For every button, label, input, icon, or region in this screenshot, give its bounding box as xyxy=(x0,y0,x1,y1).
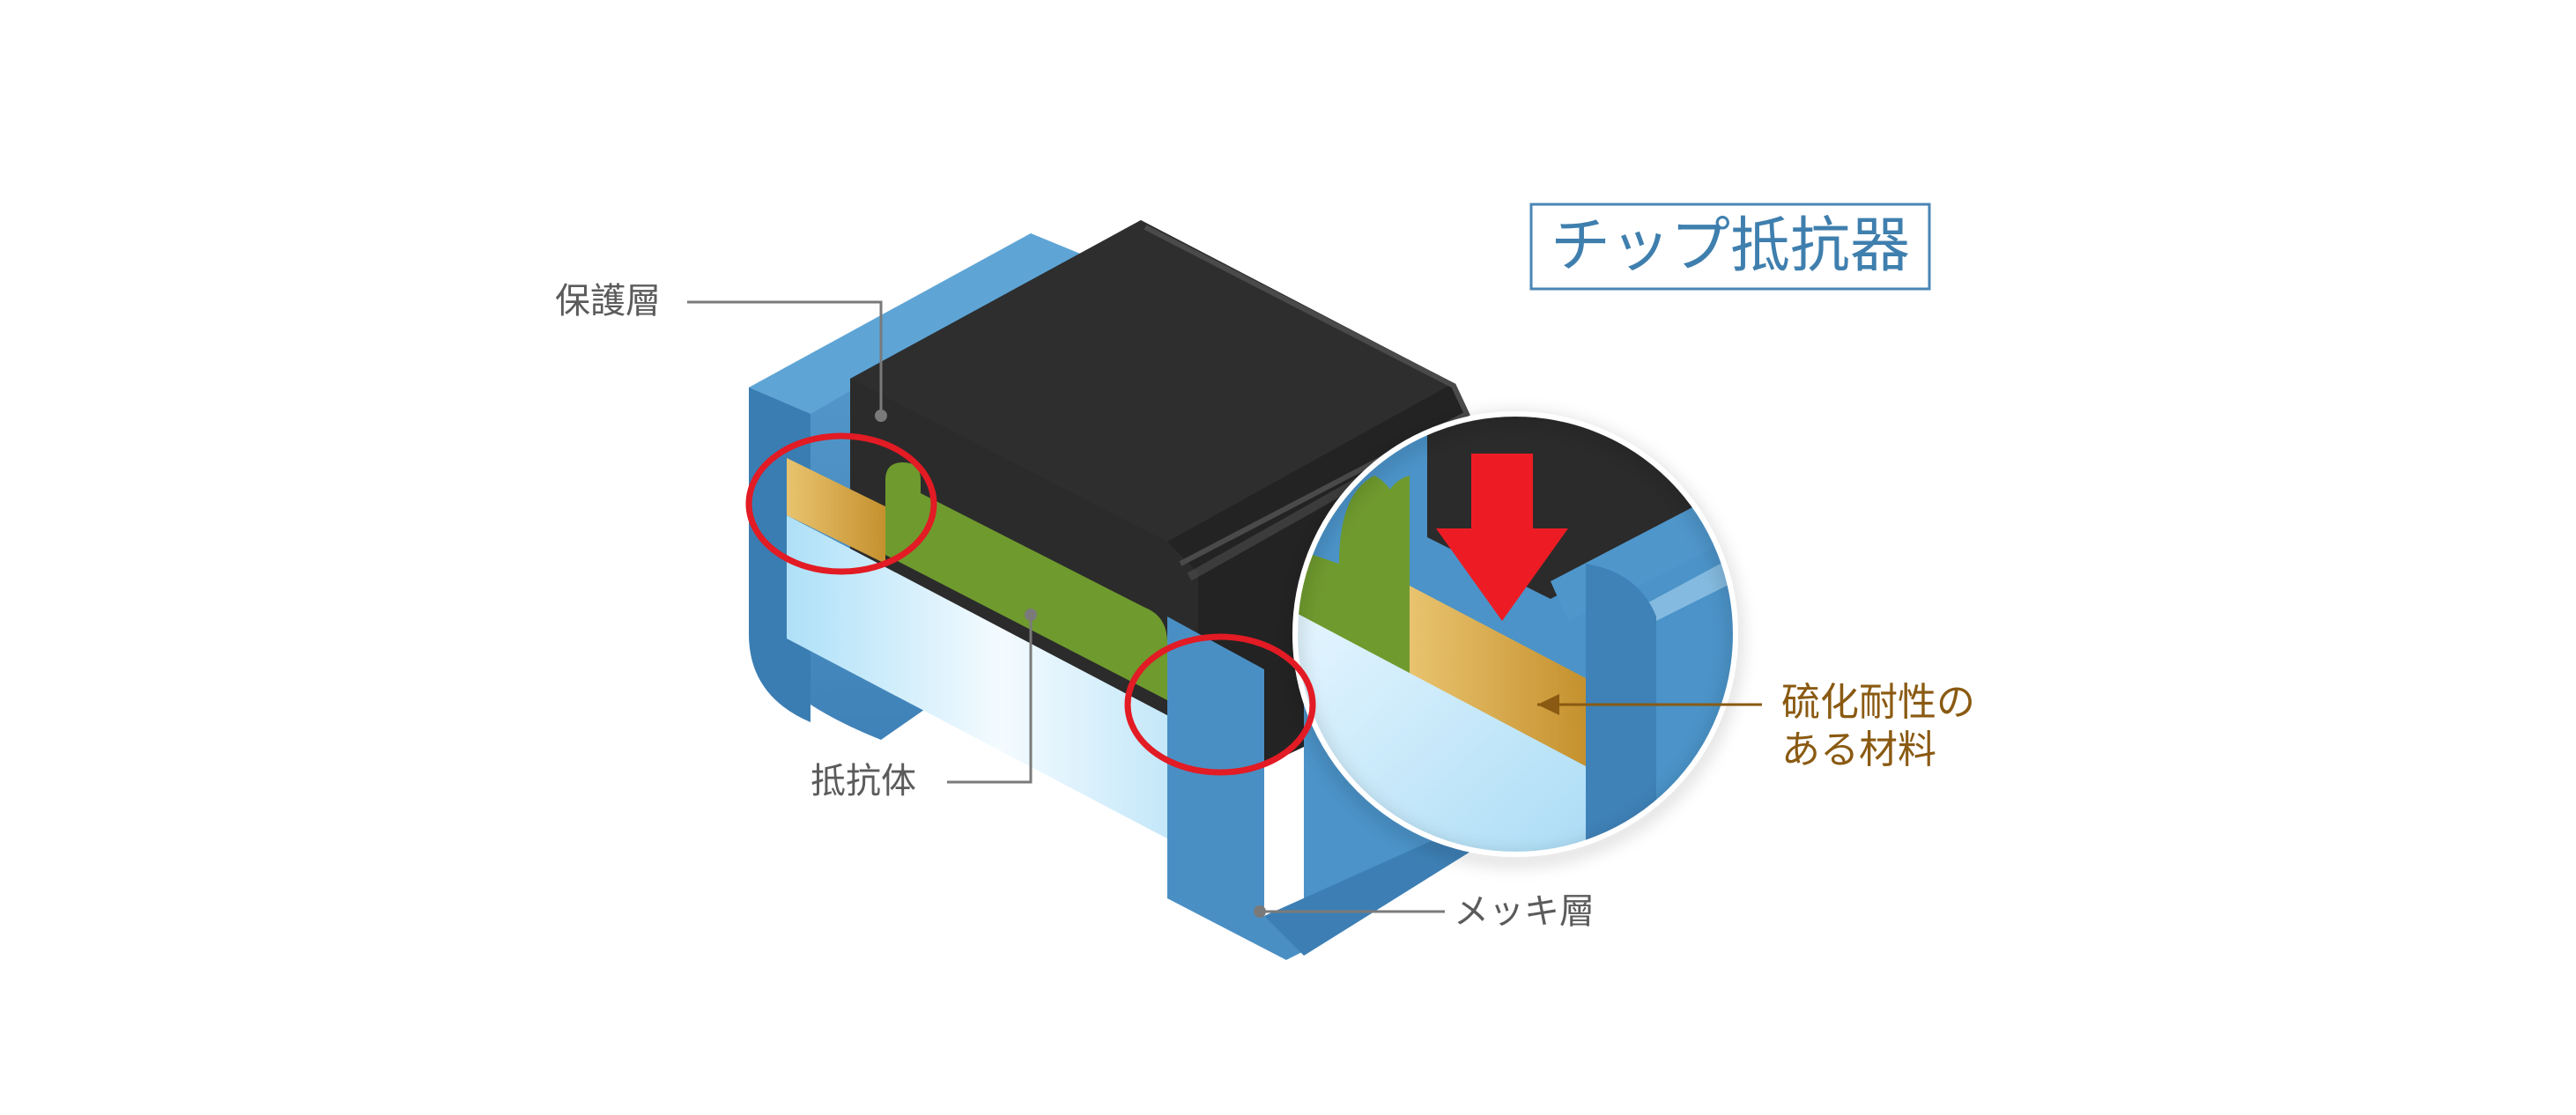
leader-dot xyxy=(1025,609,1037,621)
label-plating-layer: メッキ層 xyxy=(1454,891,1595,932)
label-resistor-body: 抵抗体 xyxy=(811,761,916,801)
down-arrow-icon xyxy=(1436,454,1568,621)
highlight-circle-icon xyxy=(1124,633,1316,776)
substrate xyxy=(787,515,1264,890)
leader-arrowhead xyxy=(1537,694,1559,715)
zoom-inset xyxy=(1292,411,1738,857)
title-box: チップ抵抗器 xyxy=(1529,203,1931,291)
page-title: チップ抵抗器 xyxy=(1551,211,1910,281)
leader-dot xyxy=(1254,905,1266,918)
inner-electrode-left xyxy=(787,458,885,564)
leader-lines xyxy=(687,300,1762,913)
label-sulfur-resistant-line1: 硫化耐性の xyxy=(1781,680,1975,725)
label-sulfur-resistant-line2: ある材料 xyxy=(1781,727,1936,772)
label-protective-layer: 保護層 xyxy=(555,281,661,321)
leader-dot xyxy=(875,410,887,422)
resistor-body xyxy=(885,462,1167,700)
highlight-circle-icon xyxy=(745,432,937,575)
